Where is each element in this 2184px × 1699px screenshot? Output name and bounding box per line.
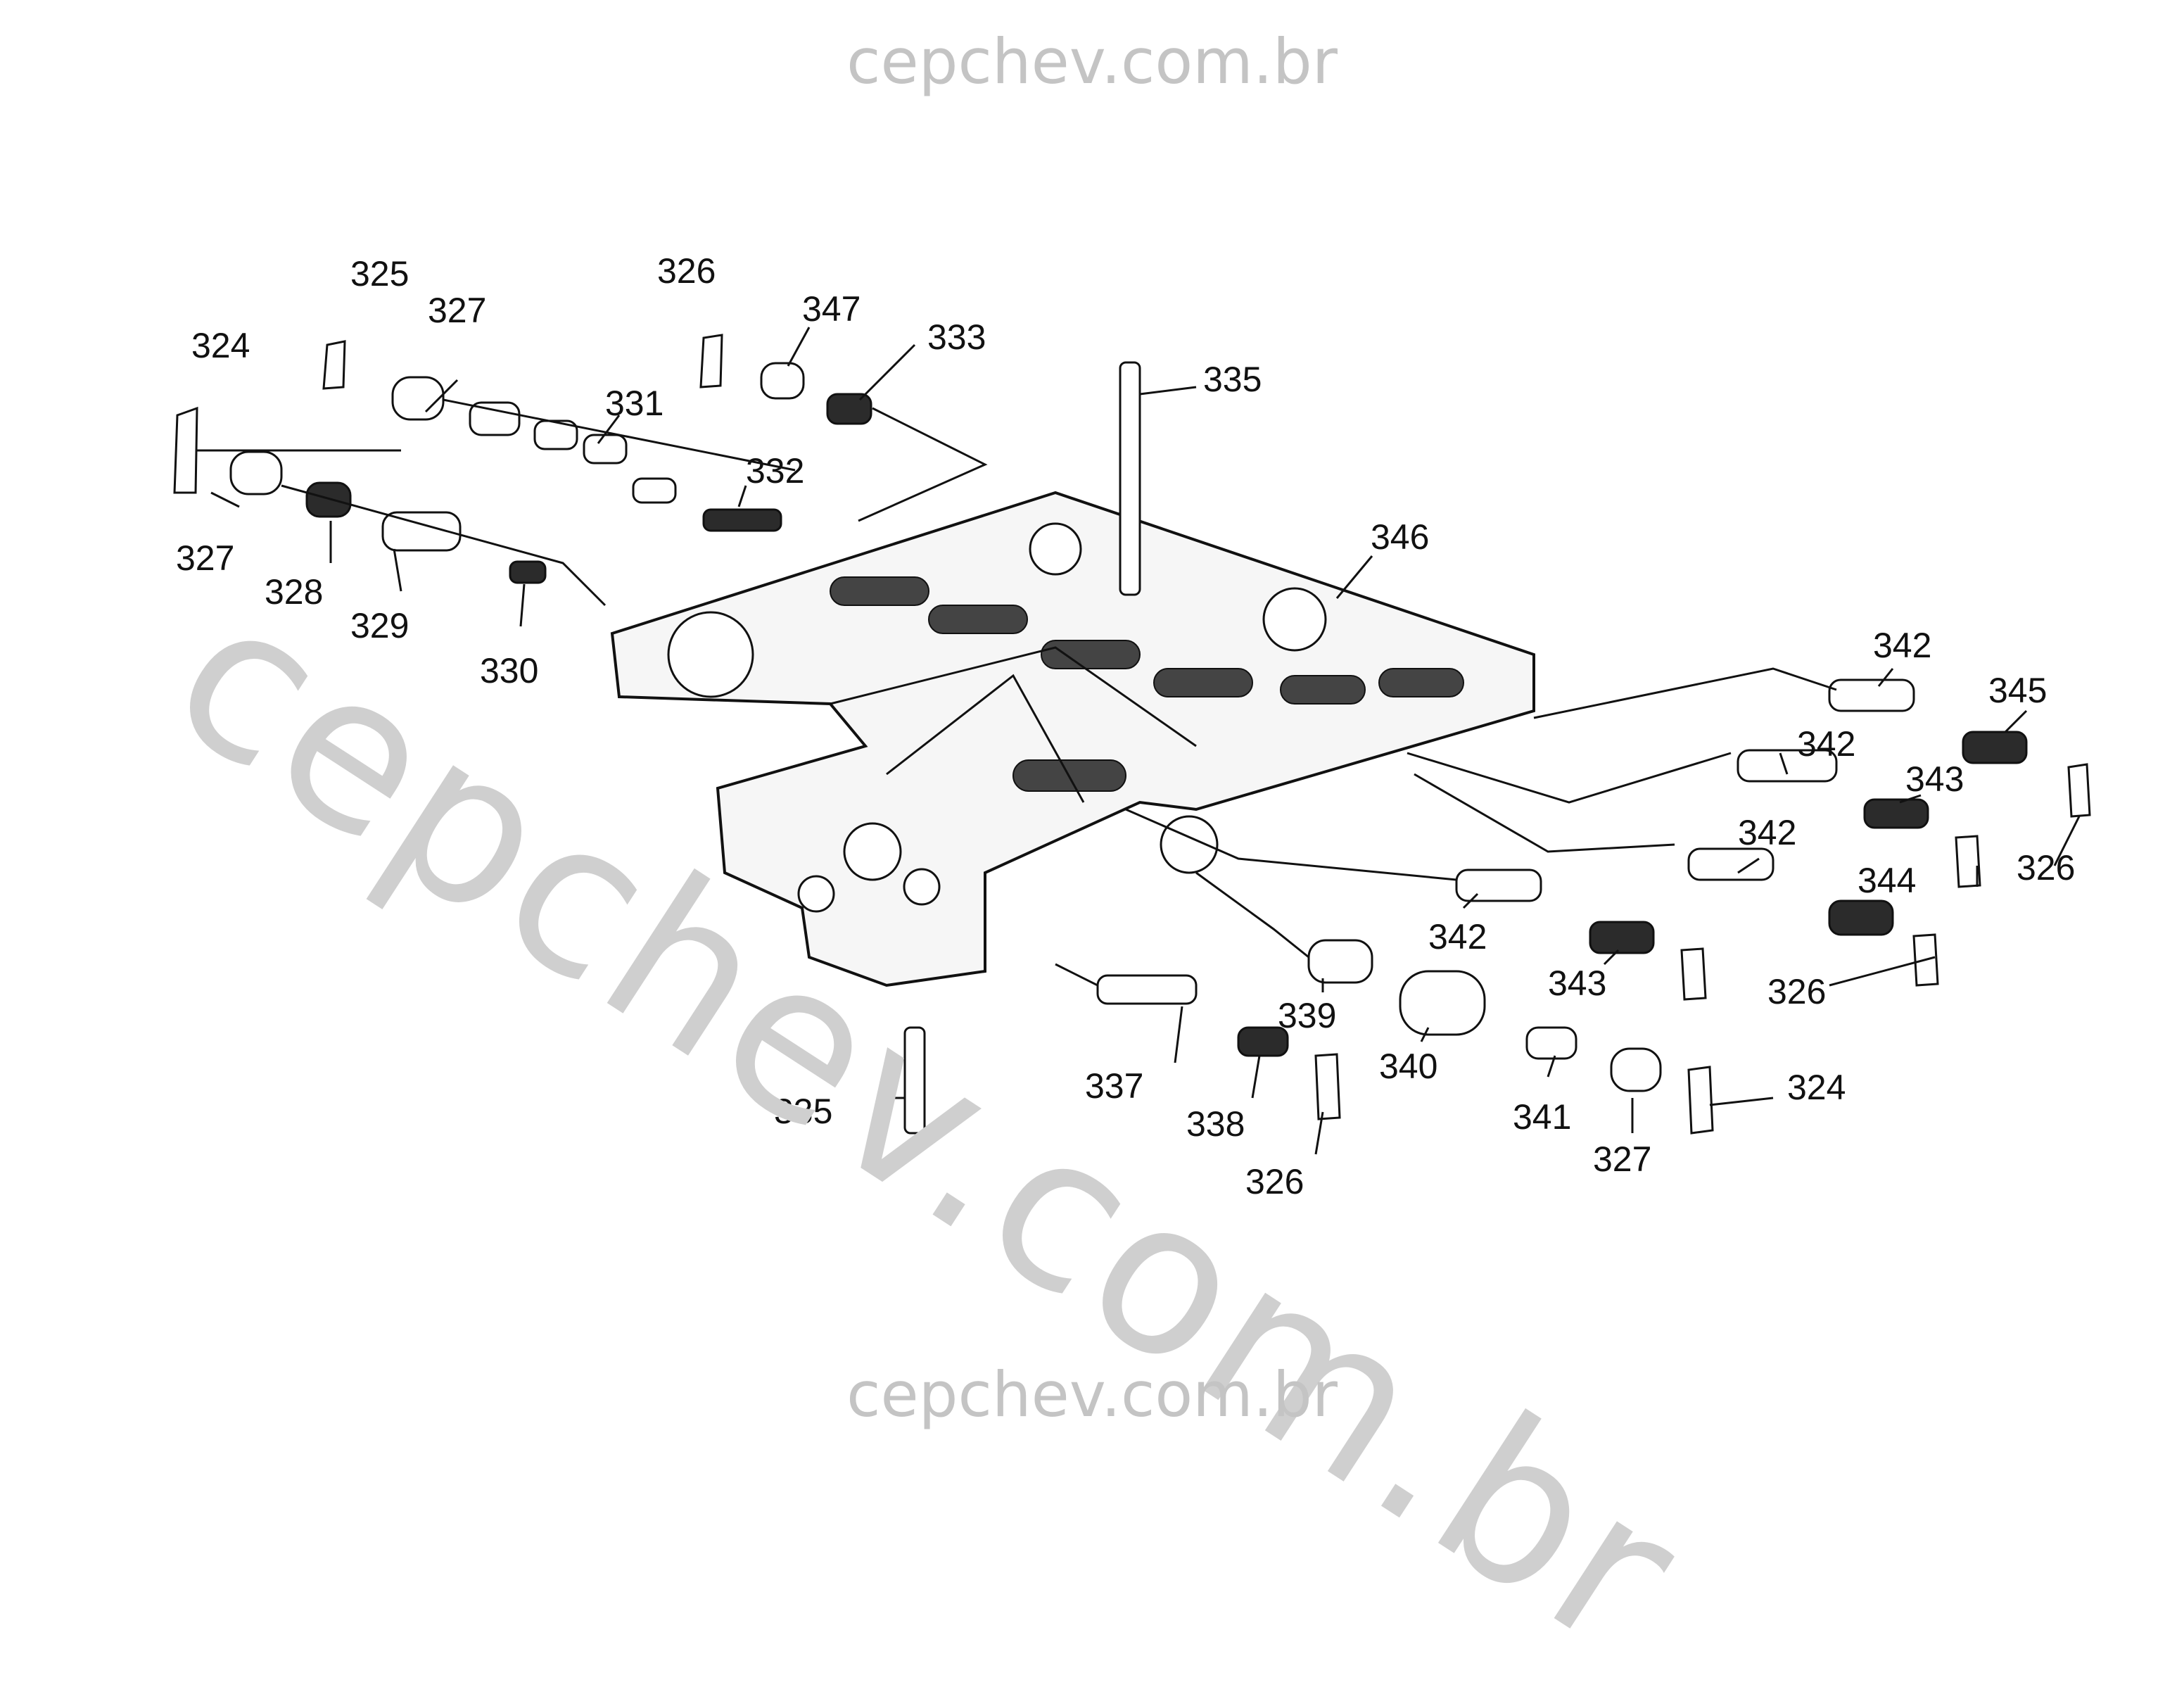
callout-342-b: 342 xyxy=(1797,724,1855,764)
callout-324-lower: 324 xyxy=(1787,1068,1846,1107)
callout-326-lower: 326 xyxy=(1245,1162,1304,1201)
pin-335-top xyxy=(1119,361,1141,596)
callout-344: 344 xyxy=(1858,861,1916,900)
callout-335-top: 335 xyxy=(1203,360,1262,399)
callout-331: 331 xyxy=(605,384,664,423)
callout-329: 329 xyxy=(350,606,409,645)
callout-342-a: 342 xyxy=(1873,626,1931,665)
callout-327-lower: 327 xyxy=(1593,1139,1651,1179)
watermark-bottom: cepchev.com.br xyxy=(846,1358,1338,1431)
callout-347: 347 xyxy=(802,289,861,329)
callout-326-upper: 326 xyxy=(657,251,716,291)
callout-324-upper: 324 xyxy=(191,326,250,365)
valve-body-346 xyxy=(610,491,1535,987)
callout-341: 341 xyxy=(1513,1097,1571,1137)
callout-343-a: 343 xyxy=(1905,759,1964,799)
callout-345: 345 xyxy=(1988,671,2047,710)
callout-327-upper: 327 xyxy=(428,291,486,330)
callout-339: 339 xyxy=(1278,996,1336,1035)
watermark-top: cepchev.com.br xyxy=(846,25,1338,98)
callout-333: 333 xyxy=(927,317,986,357)
callout-327-left: 327 xyxy=(176,538,234,578)
callout-343-b: 343 xyxy=(1548,964,1606,1003)
callout-332: 332 xyxy=(746,451,804,491)
callout-338: 338 xyxy=(1186,1104,1245,1144)
callout-346: 346 xyxy=(1371,517,1429,557)
callout-337: 337 xyxy=(1085,1066,1143,1106)
callout-326-right-b: 326 xyxy=(1767,972,1826,1011)
valve-body-exploded-diagram: 324 325 327 326 347 333 331 332 335 327 … xyxy=(173,251,2091,1201)
callout-328: 328 xyxy=(265,572,323,612)
callout-325: 325 xyxy=(350,254,409,293)
callout-342-d: 342 xyxy=(1428,917,1487,956)
callout-342-c: 342 xyxy=(1738,813,1796,852)
callout-335-bottom: 335 xyxy=(774,1092,832,1131)
callout-340: 340 xyxy=(1379,1047,1437,1086)
callout-326-right-a: 326 xyxy=(2017,848,2075,888)
upper-left-valve-train xyxy=(173,334,988,607)
pin-335-bottom xyxy=(903,1026,926,1135)
callout-labels: 324 325 327 326 347 333 331 332 335 327 … xyxy=(176,251,2075,1201)
callout-330: 330 xyxy=(480,651,538,690)
callout-leaders xyxy=(210,327,2081,1155)
right-valve-trains xyxy=(1055,667,2091,1135)
